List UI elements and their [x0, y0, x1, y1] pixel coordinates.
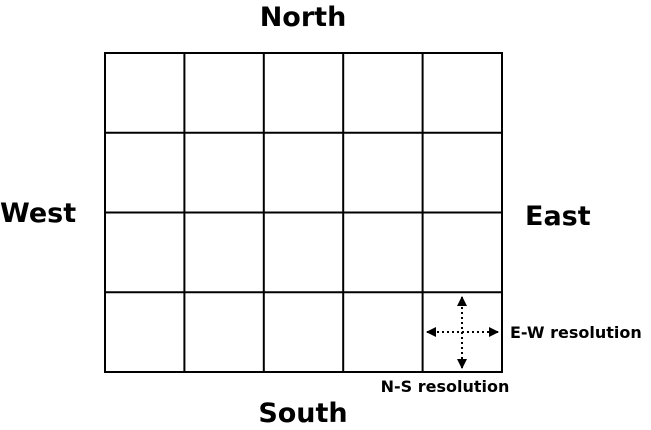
- ns-resolution-label: N-S resolution: [381, 377, 510, 396]
- raster-grid: [104, 52, 503, 373]
- north-label: North: [260, 2, 347, 33]
- west-label: West: [0, 198, 76, 229]
- south-label: South: [258, 398, 347, 429]
- ew-resolution-label: E-W resolution: [510, 323, 642, 342]
- resolution-indicator: [426, 296, 499, 369]
- east-label: East: [525, 201, 591, 232]
